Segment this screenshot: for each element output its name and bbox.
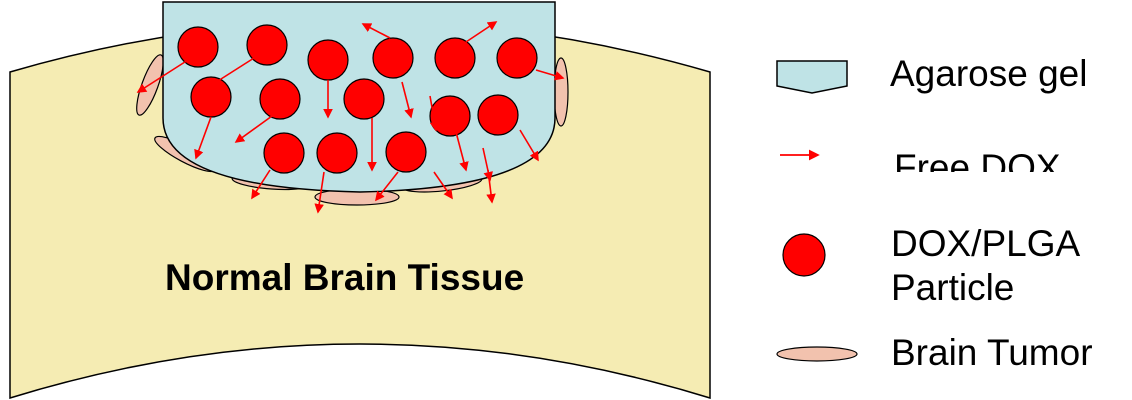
tumor-cell (554, 58, 568, 126)
particle (317, 133, 357, 173)
legend-particle-icon (783, 234, 825, 276)
particle (386, 132, 426, 172)
legend-particle-label-line2: Particle (891, 266, 1014, 310)
particle (435, 38, 475, 78)
particle (478, 95, 518, 135)
particle (264, 133, 304, 173)
particle (344, 79, 384, 119)
tissue-label: Normal Brain Tissue (165, 257, 524, 298)
legend-free-dox-label: Free DOX (894, 146, 1061, 172)
legend-gel-icon (777, 61, 847, 93)
legend-particle-label-line1: DOX/PLGA (891, 222, 1080, 266)
particle (308, 40, 348, 80)
particle (260, 79, 300, 119)
legend-tumor-icon (777, 347, 857, 361)
particle (373, 38, 413, 78)
particle (178, 27, 218, 67)
legend-symbols (777, 61, 857, 361)
particle (497, 38, 537, 78)
legend-gel-label: Agarose gel (890, 52, 1087, 96)
particle (191, 77, 231, 117)
legend-tumor-label: Brain Tumor (891, 331, 1093, 375)
